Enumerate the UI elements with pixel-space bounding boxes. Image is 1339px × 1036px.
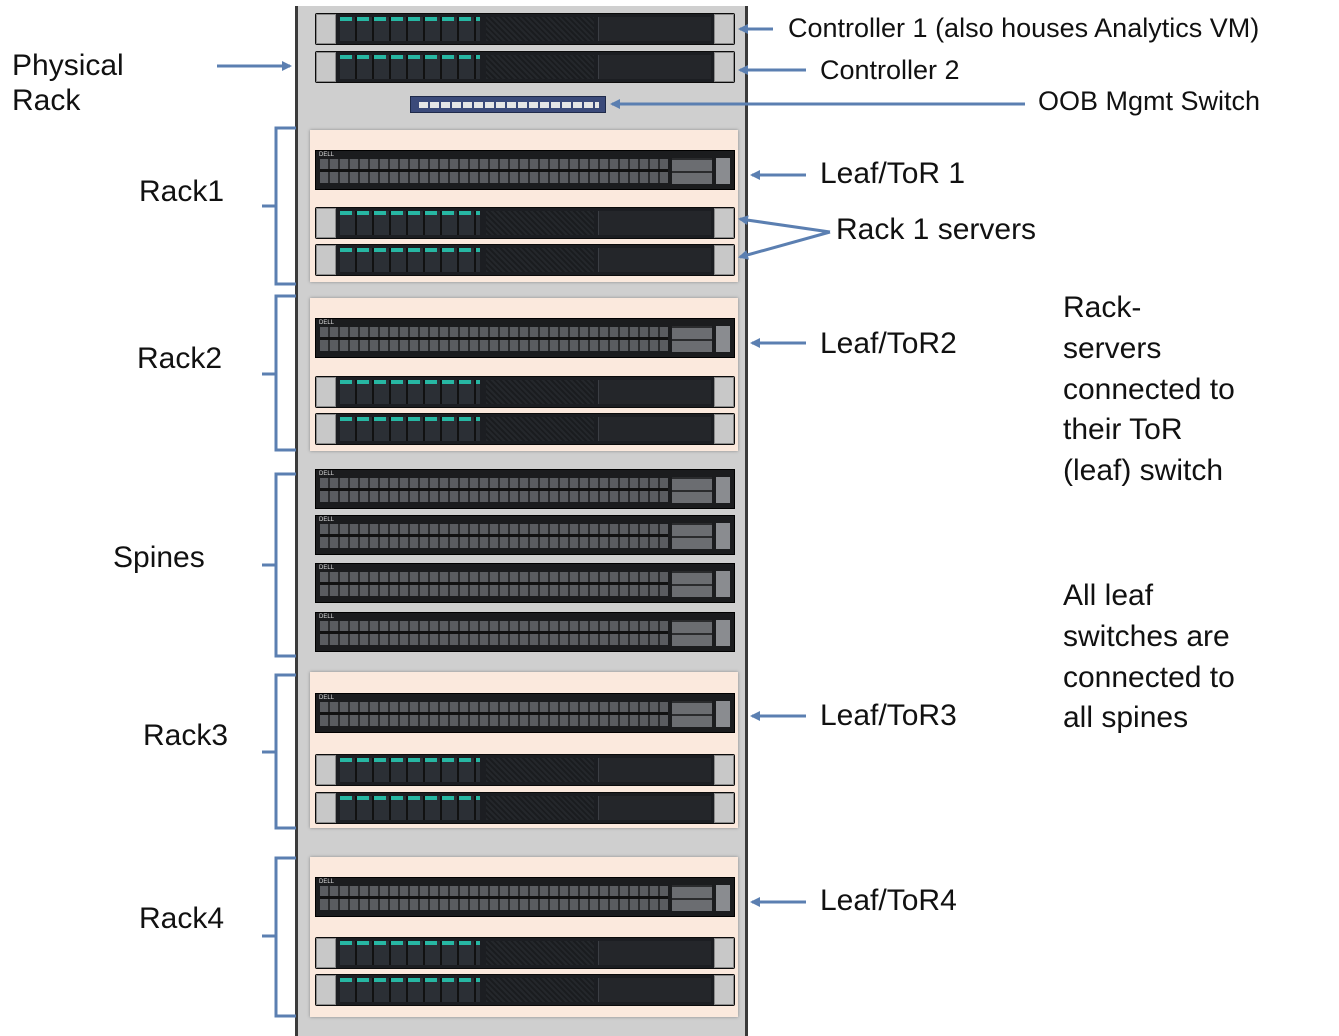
leaf-tor-3-switch: DELL [315, 693, 735, 733]
rack2-server-1 [315, 376, 735, 408]
controller-1-server [315, 13, 735, 45]
controller1-label: Controller 1 (also houses Analytics VM) [788, 13, 1260, 43]
rack2-label: Rack2 [137, 342, 223, 375]
rack3-brace [262, 673, 296, 830]
leaf-tor-4-switch: DELL [315, 877, 735, 917]
rack1-servers-label: Rack 1 servers [836, 213, 1037, 246]
spine-switch-2: DELL [315, 515, 735, 555]
note-leaf-spines: All leaf switches are connected to all s… [1063, 579, 1235, 735]
spine-switch-4: DELL [315, 612, 735, 652]
rack1-server2-arrow [738, 230, 831, 260]
rack4-server-1 [315, 937, 735, 969]
leaf3-label: Leaf/ToR3 [820, 699, 957, 732]
spines-label: Spines [113, 541, 205, 574]
rack4-label: Rack4 [139, 902, 225, 935]
oob-switch-label: OOB Mgmt Switch [1038, 86, 1261, 116]
controller-2-server [315, 51, 735, 83]
rack3-label: Rack3 [143, 719, 229, 752]
rack4-server-2 [315, 974, 735, 1006]
rack1-server-2 [315, 244, 735, 276]
rack1-server1-arrow [738, 215, 831, 234]
leaf2-label: Leaf/ToR2 [820, 327, 957, 360]
rack2-brace [262, 294, 296, 452]
spines-brace [262, 472, 296, 658]
rack4-brace [262, 856, 296, 1018]
controller2-label: Controller 2 [820, 55, 960, 85]
rack1-label: Rack1 [139, 175, 225, 208]
spine-switch-1: DELL [315, 469, 735, 509]
note-rack-servers: Rack- servers connected to their ToR (le… [1063, 291, 1235, 488]
rack1-brace [262, 126, 296, 286]
rack1-server-1 [315, 207, 735, 239]
spine-switch-3: DELL [315, 563, 735, 603]
physical-rack-label: Physical Rack [12, 49, 124, 118]
leaf-tor-1-switch: DELL [315, 150, 735, 190]
leaf1-label: Leaf/ToR 1 [820, 157, 966, 190]
rack3-server-2 [315, 792, 735, 824]
rack3-server-1 [315, 754, 735, 786]
leaf-tor-2-switch: DELL [315, 318, 735, 358]
oob-mgmt-switch [410, 96, 606, 113]
rack2-server-2 [315, 413, 735, 445]
leaf4-label: Leaf/ToR4 [820, 884, 957, 917]
